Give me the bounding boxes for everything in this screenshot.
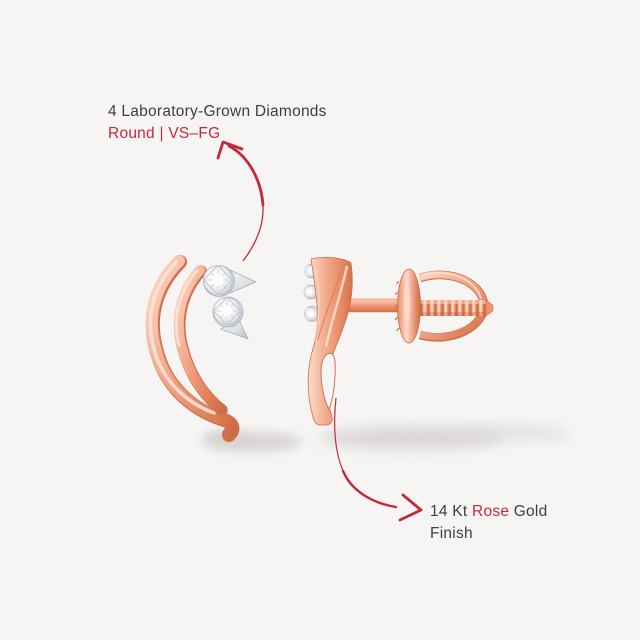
pear-setting-bottom bbox=[212, 296, 249, 340]
finish-callout-line2: Finish bbox=[430, 524, 473, 542]
finish-text-gold: Gold bbox=[509, 503, 548, 520]
diamond-icon bbox=[212, 296, 242, 326]
diamond-icon bbox=[202, 264, 234, 296]
screw-back-disc bbox=[394, 268, 421, 344]
finish-text-karat: 14 Kt bbox=[430, 503, 472, 520]
callout-arrow-top bbox=[216, 140, 265, 262]
curved-arrow-right-icon bbox=[334, 397, 423, 522]
callout-arrow-bottom bbox=[334, 397, 423, 522]
loop-hole bbox=[320, 352, 336, 411]
floor-shadows bbox=[202, 426, 572, 452]
diamonds-callout-line2: Round | VS–FG bbox=[108, 124, 221, 142]
finish-callout: 14 Kt Rose Gold Finish bbox=[430, 501, 548, 544]
finish-callout-line1: 14 Kt Rose Gold bbox=[430, 501, 548, 523]
pear-setting-top bbox=[202, 264, 257, 297]
curved-arrow-up-left-icon bbox=[216, 140, 265, 262]
diamonds-callout: 4 Laboratory-Grown Diamonds Round | VS–F… bbox=[108, 101, 327, 144]
front-earring bbox=[145, 255, 257, 442]
side-earring bbox=[303, 257, 494, 426]
diamonds-callout-line1: 4 Laboratory-Grown Diamonds bbox=[108, 103, 327, 120]
finish-text-rose: Rose bbox=[472, 503, 510, 520]
threaded-post bbox=[416, 299, 494, 317]
